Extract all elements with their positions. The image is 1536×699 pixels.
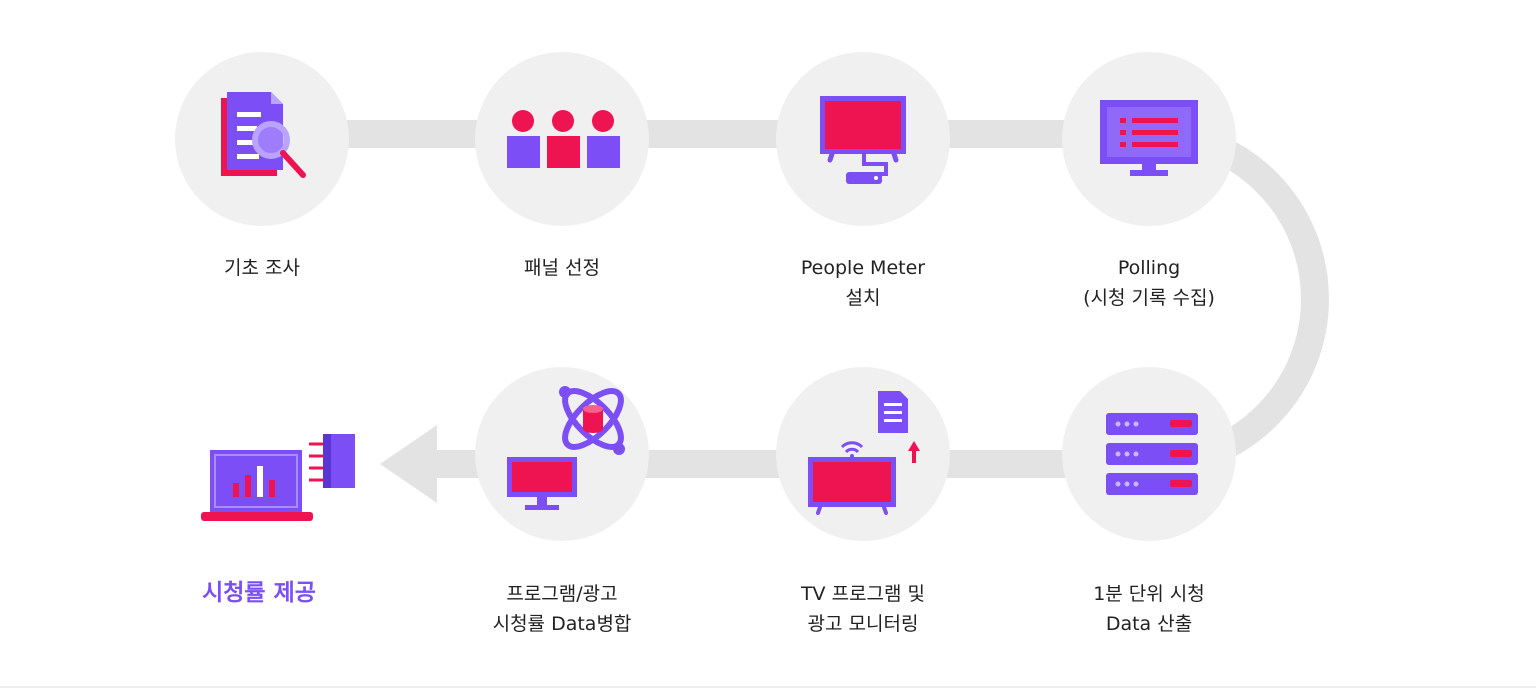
document-search-icon — [221, 92, 306, 178]
step-label-line: (시청 기록 수집) — [1083, 287, 1215, 309]
step-label-basic-survey: 기초 조사 — [142, 253, 382, 283]
tv-upload-icon — [808, 391, 920, 515]
step-label-line: Polling — [1117, 257, 1181, 279]
arrow-head — [380, 425, 437, 503]
step-label-polling: Polling (시청 기록 수집) — [1029, 253, 1269, 313]
step-circle-basic-survey — [175, 52, 349, 226]
panel-people-icon — [507, 110, 620, 168]
atom-database-icon — [507, 386, 625, 510]
step-label-line: 광고 모니터링 — [807, 613, 919, 635]
step-label-people-meter: People Meter 설치 — [743, 253, 983, 313]
laptop-chart-icon — [201, 434, 355, 521]
step-label-line: 설치 — [845, 287, 881, 309]
step-circle-panel-selection — [475, 52, 649, 226]
step-label-line: 시청률 Data병합 — [492, 613, 632, 635]
step-label-rating-provision: 시청률 제공 — [139, 578, 379, 608]
server-icon — [1106, 413, 1198, 495]
step-circle-minute-data — [1062, 367, 1236, 541]
step-label-panel-selection: 패널 선정 — [442, 253, 682, 283]
bottom-divider — [0, 686, 1536, 688]
step-circle-polling — [1062, 52, 1236, 226]
top-track — [262, 120, 1152, 148]
step-label-line: 기초 조사 — [224, 257, 300, 279]
step-label-line: 패널 선정 — [524, 257, 600, 279]
step-label-line: 시청률 제공 — [202, 580, 316, 606]
step-label-minute-data: 1분 단위 시청 Data 산출 — [1029, 579, 1269, 639]
step-circle-data-merge — [475, 367, 649, 541]
step-label-line: 1분 단위 시청 — [1093, 583, 1205, 605]
monitor-list-icon — [1100, 100, 1198, 176]
step-circle-people-meter — [776, 52, 950, 226]
step-label-line: Data 산출 — [1105, 613, 1193, 635]
step-label-data-merge: 프로그램/광고 시청률 Data병합 — [442, 579, 682, 639]
step-circle-monitoring — [776, 367, 950, 541]
tv-meter-icon — [820, 96, 906, 184]
step-label-line: People Meter — [800, 257, 926, 279]
step-label-line: TV 프로그램 및 — [800, 583, 926, 605]
step-label-line: 프로그램/광고 — [506, 583, 618, 605]
step-label-monitoring: TV 프로그램 및 광고 모니터링 — [743, 579, 983, 639]
